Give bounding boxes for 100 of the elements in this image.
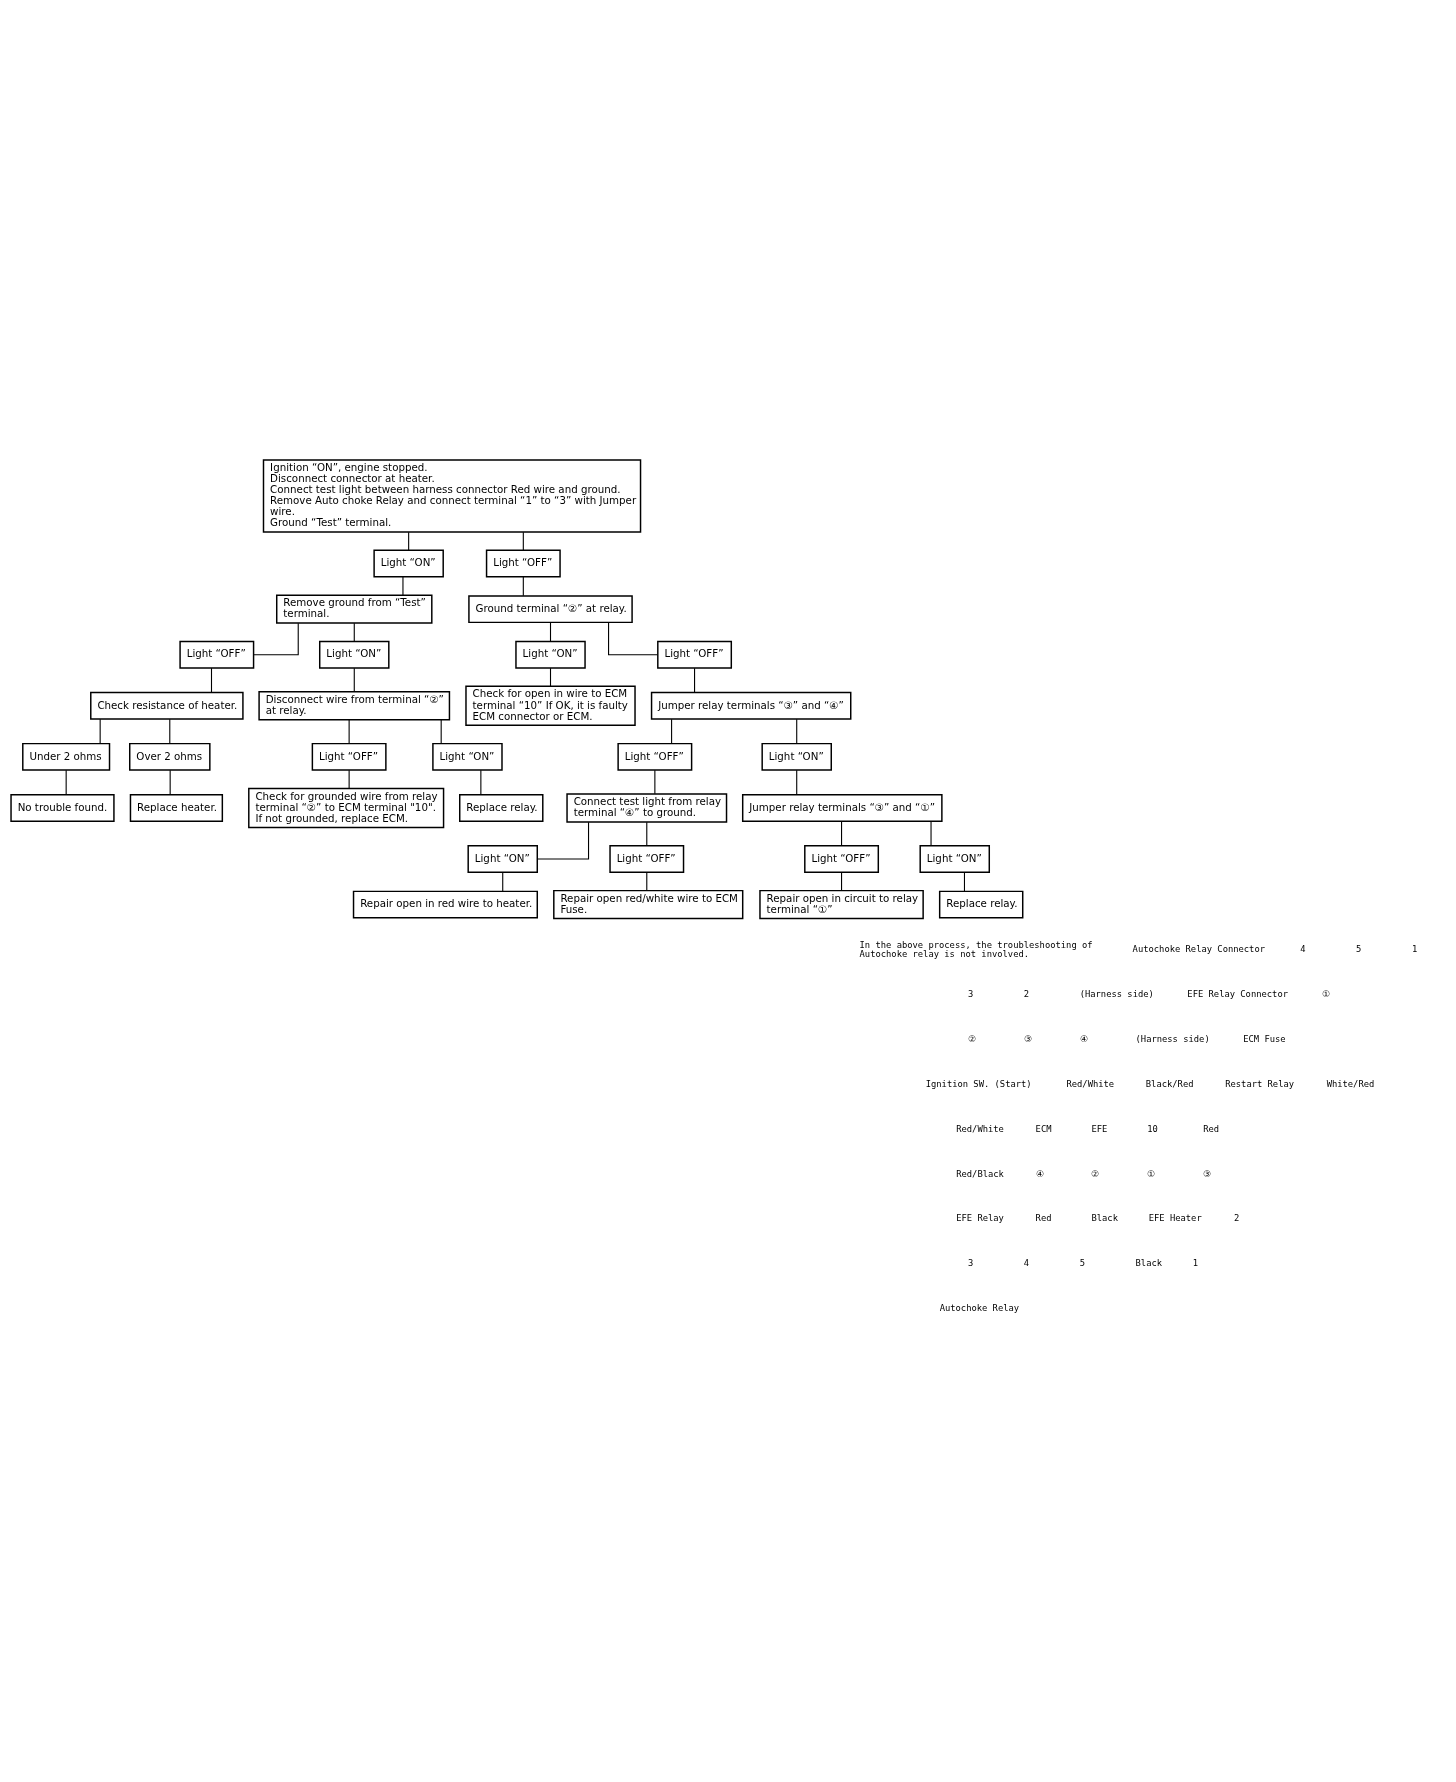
node-box: Replace relay. bbox=[459, 794, 544, 822]
label: 10 bbox=[1147, 1123, 1158, 1134]
label: Ignition SW. (Start) bbox=[925, 1078, 1032, 1089]
node-box: Light “OFF” bbox=[609, 845, 685, 873]
label: Autochoke Relay bbox=[939, 1303, 1020, 1314]
node-box: Repair open in red wire to heater. bbox=[352, 890, 538, 919]
node-box: Light “OFF” bbox=[311, 742, 387, 771]
node-box: Under 2 ohms bbox=[22, 742, 111, 771]
connector bbox=[671, 718, 673, 744]
connector bbox=[169, 718, 171, 744]
connector bbox=[408, 531, 410, 551]
node-box: Check resistance of heater. bbox=[90, 691, 244, 720]
connector bbox=[646, 871, 648, 892]
connector bbox=[841, 820, 843, 847]
label: 4 bbox=[1300, 944, 1306, 955]
connector bbox=[646, 821, 648, 847]
connector bbox=[654, 769, 656, 795]
node-box: Light “OFF” bbox=[485, 549, 561, 578]
node-box: Light “OFF” bbox=[617, 742, 693, 771]
label: ④ bbox=[1035, 1168, 1044, 1179]
node-box: Light “ON” bbox=[515, 640, 586, 669]
node-box: Remove ground from “Test” terminal. bbox=[276, 594, 433, 624]
label: Red bbox=[1203, 1123, 1220, 1134]
connector bbox=[796, 718, 798, 744]
connector bbox=[65, 769, 67, 795]
label: 3 bbox=[967, 1258, 974, 1269]
node-box: Light “ON” bbox=[373, 549, 444, 578]
node-box: Jumper relay terminals “③” and “④” bbox=[650, 691, 852, 720]
connector bbox=[210, 667, 213, 693]
label: In the above process, the troubleshooting of Autochoke relay is not involved. bbox=[859, 939, 1093, 960]
label: ECM Fuse bbox=[1243, 1034, 1286, 1045]
connector bbox=[522, 531, 524, 551]
label: 1 bbox=[1411, 944, 1418, 955]
label: ③ bbox=[1023, 1034, 1032, 1045]
label: EFE Relay bbox=[956, 1213, 1004, 1224]
connector bbox=[841, 871, 843, 892]
connector bbox=[440, 719, 442, 744]
connector bbox=[608, 622, 659, 656]
node-box: Ground terminal “②” at relay. bbox=[468, 595, 633, 624]
connector bbox=[796, 769, 798, 795]
node-box: Connect test light from relay terminal “④” to ground. bbox=[566, 793, 728, 823]
node-box: Disconnect wire from terminal “②” at relay. bbox=[258, 691, 451, 721]
label: ① bbox=[1322, 989, 1331, 1000]
label: Red/White bbox=[1066, 1078, 1115, 1089]
connector bbox=[169, 769, 171, 795]
label: 5 bbox=[1079, 1258, 1085, 1269]
connector bbox=[502, 871, 504, 892]
label: EFE bbox=[1091, 1123, 1108, 1134]
label: (Harness side) bbox=[1135, 1034, 1210, 1045]
node-box: Light “OFF” bbox=[657, 640, 733, 669]
label: ④ bbox=[1079, 1034, 1088, 1045]
connector bbox=[99, 718, 101, 744]
connector bbox=[536, 821, 590, 860]
node-box: Light “OFF” bbox=[179, 640, 255, 669]
label: Black bbox=[1091, 1213, 1118, 1224]
label: Red bbox=[1035, 1213, 1052, 1224]
label: ECM bbox=[1035, 1123, 1052, 1134]
connector bbox=[253, 622, 299, 656]
node-box: Light “ON” bbox=[761, 742, 832, 771]
connector bbox=[694, 667, 696, 693]
label: EFE Heater bbox=[1148, 1213, 1202, 1224]
label: (Harness side) bbox=[1079, 989, 1154, 1000]
label: 2 bbox=[1234, 1213, 1240, 1224]
label: ② bbox=[1091, 1168, 1100, 1179]
label: Red/White bbox=[956, 1123, 1004, 1134]
connector bbox=[402, 576, 404, 596]
label: ③ bbox=[1203, 1168, 1212, 1179]
node-box: Light “OFF” bbox=[804, 845, 880, 873]
label: ② bbox=[967, 1034, 976, 1045]
connector bbox=[348, 719, 350, 744]
label: 4 bbox=[1023, 1258, 1030, 1269]
node-box: Ignition “ON”, engine stopped. Disconnect connector at heater. Connect test light between harness connector Red wire and ground. Remove Auto choke Relay and connect terminal “1” to “3” with Jumper wire. Ground “Test” terminal. bbox=[262, 459, 642, 533]
connector bbox=[930, 820, 932, 847]
connector bbox=[963, 871, 966, 892]
connector bbox=[480, 769, 482, 795]
connector bbox=[549, 667, 552, 687]
connector bbox=[353, 622, 355, 642]
node-box: Light “ON” bbox=[467, 845, 538, 873]
label: EFE Relay Connector bbox=[1187, 989, 1288, 1000]
label: Red/Black bbox=[956, 1168, 1004, 1179]
label: 5 bbox=[1356, 944, 1362, 955]
node-box: Light “ON” bbox=[319, 640, 390, 669]
label: White/Red bbox=[1326, 1078, 1375, 1089]
label: Black/Red bbox=[1145, 1078, 1194, 1089]
connector bbox=[522, 576, 524, 597]
node-box: Light “ON” bbox=[432, 742, 503, 771]
label: ① bbox=[1147, 1168, 1156, 1179]
node-box: Light “ON” bbox=[919, 845, 990, 873]
node-box: Jumper relay terminals “③” and “①” bbox=[741, 794, 943, 822]
connector bbox=[348, 769, 350, 789]
node-box: Check for open in wire to ECM terminal “10” If OK, it is faulty ECM connector or ECM. bbox=[465, 685, 636, 726]
node-box: Repair open red/white wire to ECM Fuse. bbox=[553, 889, 744, 920]
connector bbox=[353, 667, 355, 693]
node-box: Replace heater. bbox=[129, 794, 224, 822]
node-box: No trouble found. bbox=[10, 794, 115, 822]
label: Black bbox=[1135, 1258, 1163, 1269]
label: Restart Relay bbox=[1225, 1078, 1295, 1089]
label: 3 bbox=[967, 989, 974, 1000]
node-box: Replace relay. bbox=[938, 890, 1024, 919]
node-box: Check for grounded wire from relay terminal “②” to ECM terminal "10". If not grounded, replace ECM. bbox=[248, 787, 445, 829]
